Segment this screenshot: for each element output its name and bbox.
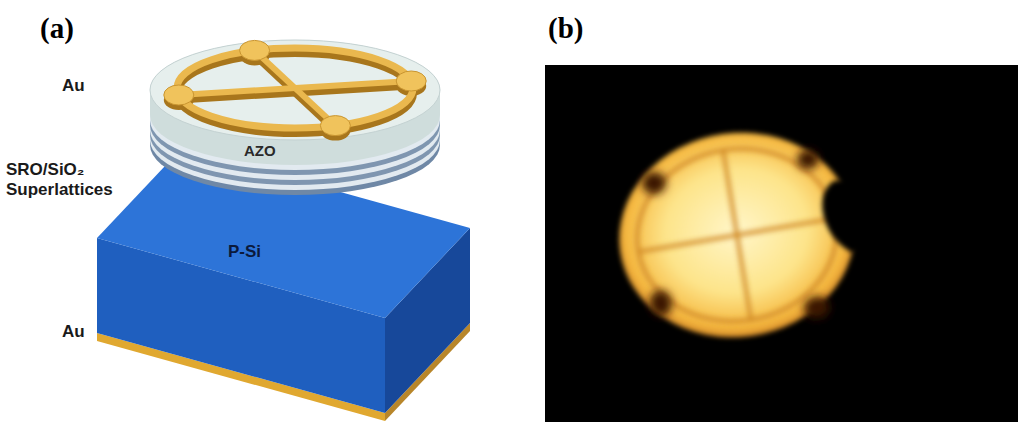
panel-label: (b) [548, 12, 583, 45]
part-label: AZO [244, 142, 276, 159]
part-label: SRO/SiO₂ Superlattices [6, 160, 126, 199]
part-label: Au [62, 322, 85, 342]
part-label: Au [62, 76, 85, 96]
azo-top [150, 40, 440, 140]
part-label: P-Si [228, 242, 261, 262]
device-schematic [97, 40, 470, 421]
panel-label: (a) [40, 12, 74, 45]
top-electrode [164, 40, 426, 135]
electrode-side [164, 45, 426, 140]
photo-background [545, 65, 1018, 422]
contact-spot [631, 148, 841, 342]
dark-notch [819, 177, 873, 256]
azo-layer [150, 40, 440, 165]
emission-photo [545, 65, 1018, 422]
emission-disc [606, 118, 868, 353]
electrode-shadow [626, 136, 848, 334]
